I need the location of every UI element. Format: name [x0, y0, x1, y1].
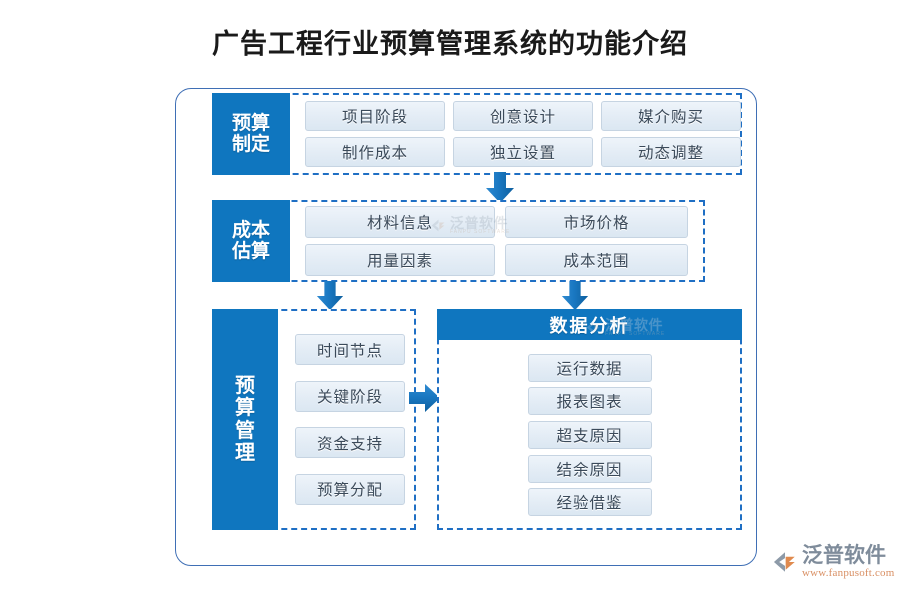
brand-logo: 泛普软件 www.fanpusoft.com	[772, 545, 895, 579]
fanpu-logo-icon	[773, 552, 795, 572]
chip-running-data[interactable]: 运行数据	[527, 353, 652, 382]
section-budget-plan: 预算 制定 项目阶段 创意设计 媒介购买 制作成本 独立设置 动态调整	[212, 93, 742, 175]
chip-experience-lessons[interactable]: 经验借鉴	[527, 488, 652, 517]
chip-budget-allocation[interactable]: 预算分配	[295, 473, 405, 505]
chip-surplus-reason[interactable]: 结余原因	[527, 454, 652, 483]
section-label-line: 理	[235, 441, 255, 464]
chip-cost-range[interactable]: 成本范围	[505, 244, 688, 276]
chip-key-phase[interactable]: 关键阶段	[295, 380, 405, 412]
chip-creative-design[interactable]: 创意设计	[453, 101, 593, 131]
section-label-budget-plan: 预算 制定	[212, 93, 290, 175]
page-title: 广告工程行业预算管理系统的功能介绍	[212, 29, 688, 59]
section-label-cost-estimation: 成本 估算	[212, 200, 290, 282]
chip-project-stage[interactable]: 项目阶段	[305, 101, 445, 131]
chip-group-data-analysis: 运行数据 报表图表 超支原因 结余原因 经验借鉴	[439, 342, 740, 532]
section-data-analysis: 数据分析 运行数据 报表图表 超支原因 结余原因 经验借鉴	[437, 309, 742, 530]
section-label-line: 估算	[231, 241, 270, 262]
panel-header-data-analysis: 数据分析	[437, 309, 742, 340]
brand-url: www.fanpusoft.com	[802, 567, 895, 579]
brand-name: 泛普软件	[802, 544, 886, 567]
section-label-line: 预算	[231, 112, 270, 134]
arrow-cost-to-analysis-icon	[560, 281, 590, 311]
arrow-management-to-analysis-icon	[409, 383, 441, 413]
section-budget-management: 预 算 管 理 时间节点 关键阶段 资金支持 预算分配	[212, 309, 416, 530]
chip-media-buying[interactable]: 媒介购买	[601, 101, 741, 131]
chip-market-price[interactable]: 市场价格	[505, 206, 688, 238]
chip-group-budget-management: 时间节点 关键阶段 资金支持 预算分配	[282, 311, 418, 528]
chip-group-cost-estimation: 材料信息 市场价格 用量因素 成本范围	[294, 202, 703, 280]
chip-usage-factor[interactable]: 用量因素	[305, 244, 495, 276]
chip-production-cost[interactable]: 制作成本	[305, 137, 445, 167]
section-label-budget-management: 预 算 管 理	[212, 309, 278, 530]
section-label-line: 算	[235, 397, 255, 420]
chip-independent-setting[interactable]: 独立设置	[453, 137, 593, 167]
chip-group-budget-plan: 项目阶段 创意设计 媒介购买 制作成本 独立设置 动态调整	[294, 95, 741, 173]
chip-material-info[interactable]: 材料信息	[305, 206, 495, 238]
section-cost-estimation: 成本 估算 材料信息 市场价格 用量因素 成本范围	[212, 200, 705, 282]
chip-fund-support[interactable]: 资金支持	[295, 427, 405, 459]
chip-overspend-reason[interactable]: 超支原因	[527, 420, 652, 449]
chip-report-charts[interactable]: 报表图表	[527, 387, 652, 416]
section-label-line: 管	[235, 419, 255, 442]
arrow-plan-to-cost-icon	[485, 172, 515, 204]
section-label-line: 制定	[231, 134, 270, 155]
arrow-cost-to-management-icon	[315, 281, 345, 311]
chip-dynamic-adjustment[interactable]: 动态调整	[601, 137, 741, 167]
chip-time-node[interactable]: 时间节点	[295, 334, 405, 366]
section-label-line: 预	[235, 374, 255, 397]
section-label-line: 成本	[231, 219, 270, 241]
